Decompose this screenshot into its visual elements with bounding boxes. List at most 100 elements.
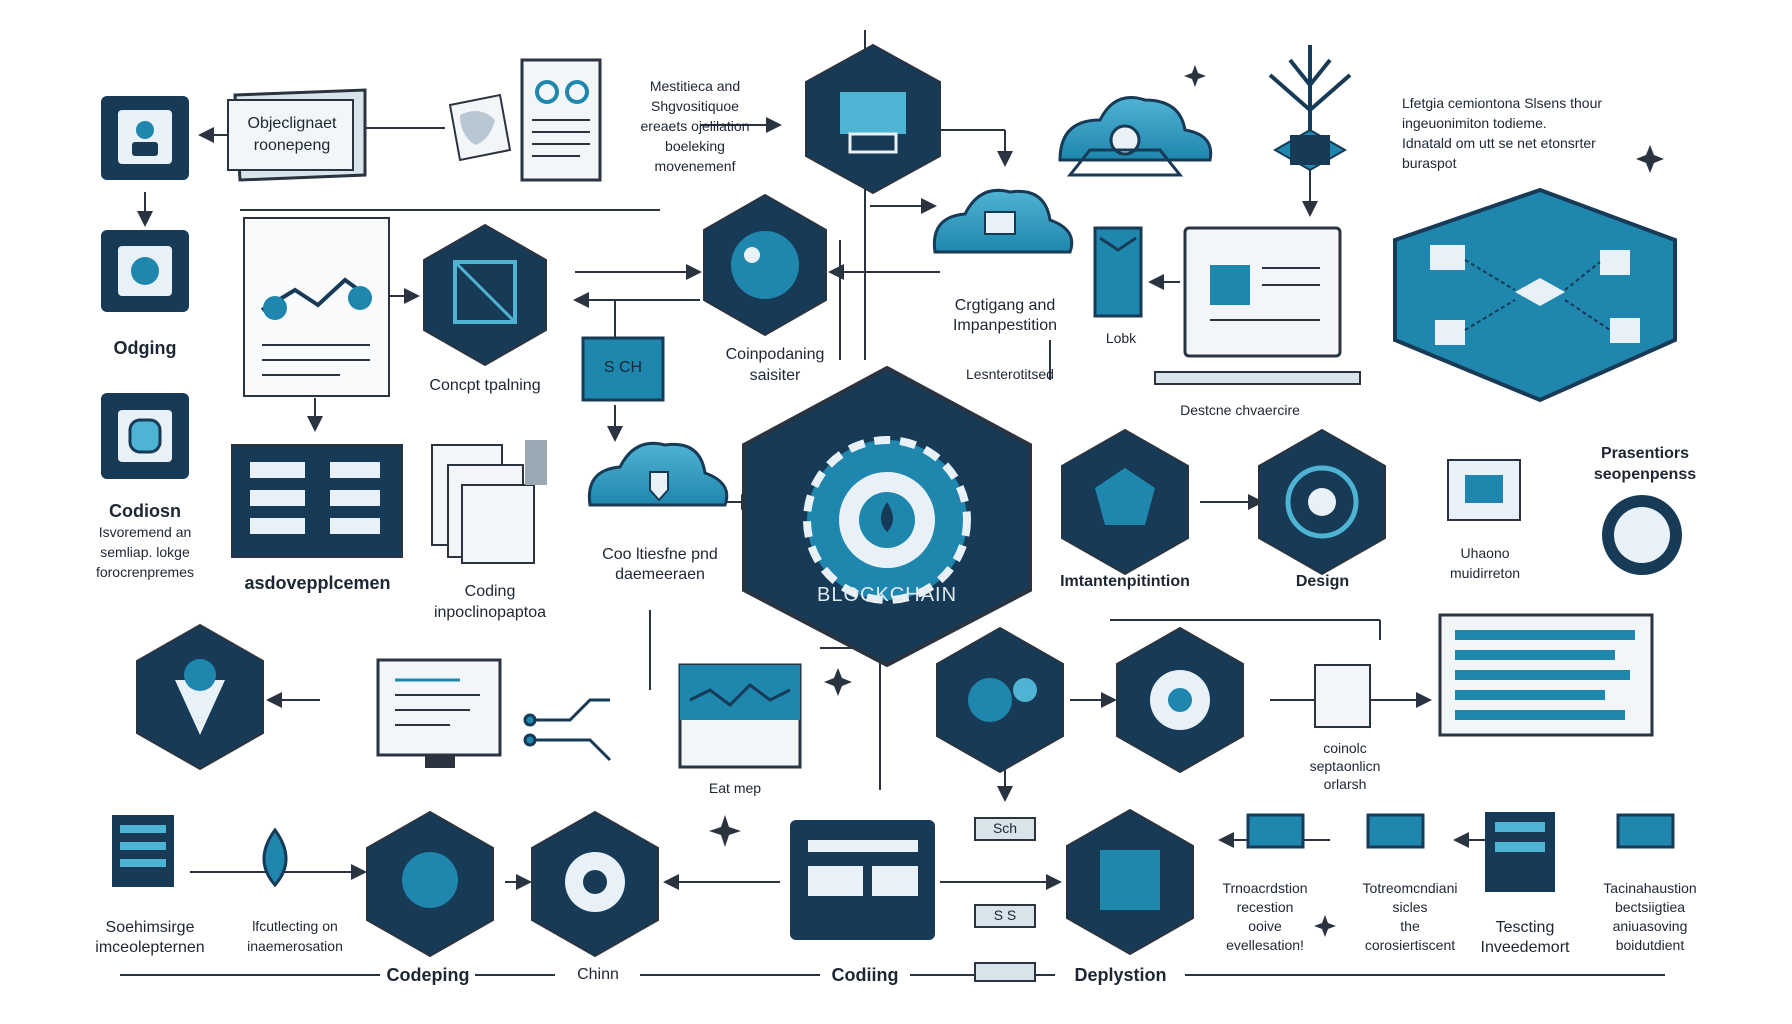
label-totreom-1: Totreomcndiani <box>1362 880 1458 896</box>
label-concept: Concpt tpalning <box>429 377 541 394</box>
tray-icons <box>1246 812 1675 892</box>
sch-box <box>581 336 665 402</box>
label-codiosn: Codiosn <box>109 501 181 521</box>
hex-concept <box>423 223 547 367</box>
label-trnoa-2: recestion <box>1236 899 1294 915</box>
label-trnoa-1: Trnoacrdstion <box>1222 880 1308 896</box>
label-crypto-1: Crgtigang and <box>954 297 1056 314</box>
hex-imtanten <box>1061 428 1189 576</box>
drop-icon <box>262 827 288 888</box>
screen-icon-left <box>231 444 403 558</box>
label-testing-2: Inveedemort <box>1480 939 1570 956</box>
top-left-doc-line1: Objeclignaet <box>247 115 337 132</box>
top-note-5: movenemenf <box>654 158 736 174</box>
left-square-icon-3 <box>101 393 189 479</box>
server-icon <box>112 815 174 887</box>
label-coding-impo-2: inpoclinopaptoa <box>433 604 547 621</box>
label-uhaono-2: muidirreton <box>1449 565 1521 581</box>
hex-gears-right <box>1116 626 1244 774</box>
label-coinolc-3: orlarsh <box>1323 776 1367 792</box>
label-oding: Odging <box>113 338 177 358</box>
label-destcne: Destcne chvaercire <box>1180 402 1300 418</box>
top-right-note-1: Lfetgia cemiontona Slsens thour <box>1402 95 1603 111</box>
top-note-1: Mestitieca and <box>649 78 741 94</box>
label-totreom-4: corosiertiscent <box>1364 937 1456 953</box>
footer-coding: Codiing <box>831 965 899 985</box>
footer-codeping: Codeping <box>386 965 470 985</box>
hex-top-cube <box>805 43 941 195</box>
small-boxes <box>974 817 1036 982</box>
hex-design <box>1258 428 1386 576</box>
document-icon <box>227 88 367 182</box>
small-box-label-2: S S <box>993 907 1017 923</box>
label-tacin-3: aniuasoving <box>1612 918 1688 934</box>
cloud-icon-mid <box>587 441 729 507</box>
label-soehimsirge-2: imceolepternen <box>95 939 205 956</box>
cloud-icon-crypto <box>932 188 1074 254</box>
label-design: Design <box>1295 573 1350 590</box>
label-codiosn-sub-3: forocrenpremes <box>95 564 195 580</box>
footer-deploy: Deplystion <box>1074 965 1167 985</box>
label-coinolc-1: coinolc <box>1323 740 1367 756</box>
left-square-icon-2 <box>101 230 189 312</box>
chart-document-icon <box>243 217 390 397</box>
top-note-4: boeleking <box>665 138 725 154</box>
label-coding-impo-1: Coding <box>464 583 516 600</box>
clipboard-icon <box>1314 664 1371 728</box>
label-totreom-2: sicles <box>1392 899 1428 915</box>
top-right-note-3: Idnatald om utt se net etonsrter <box>1402 135 1596 151</box>
connectors <box>137 30 1520 890</box>
label-soehimsirge-1: Soehimsirge <box>105 919 195 936</box>
label-presentions-1: Prasentiors <box>1600 445 1690 462</box>
label-eat-map: Eat mep <box>708 780 762 796</box>
monitor-icon-code <box>376 658 502 768</box>
hex-bottom-left <box>136 623 264 771</box>
label-presentions-2: seopenpenss <box>1593 466 1697 483</box>
label-lesnter: Lesnterotitsed <box>966 366 1054 382</box>
label-crypto-2: Impanpestition <box>952 317 1058 334</box>
hex-gears-bottom-1 <box>366 810 494 958</box>
hex-gears-bottom-2 <box>531 810 659 958</box>
center-title: BLOCKCHAIN <box>817 584 958 606</box>
label-tacin-2: bectsiigtiea <box>1614 899 1686 915</box>
map-document-icon <box>448 93 512 162</box>
label-fcutlecting-1: lfcutlecting on <box>252 918 338 934</box>
cloud-icon-top <box>1058 96 1213 177</box>
circuit-icon <box>523 698 612 762</box>
label-trnoa-3: ooive <box>1248 918 1282 934</box>
hex-compounding <box>703 193 827 337</box>
stacked-documents-icon <box>431 440 547 564</box>
top-right-note-4: buraspot <box>1402 155 1457 171</box>
label-compounding-1: Coinpodaning <box>725 346 825 363</box>
label-cloud-mid-1: Coo ltiesfne pnd <box>602 546 718 563</box>
label-testing-1: Tescting <box>1495 919 1555 936</box>
sparkle-icon <box>709 65 1664 937</box>
label-asdove: asdovepplcemen <box>244 573 391 593</box>
label-codiosn-sub-2: semliap. lokge <box>100 544 190 560</box>
map-icon-right <box>1447 459 1521 521</box>
lock-icon <box>1093 226 1143 318</box>
network-icon <box>1268 45 1352 172</box>
left-square-icon-1 <box>101 96 189 180</box>
top-right-note-2: ingeuonimiton todieme. <box>1402 115 1547 131</box>
label-lobk: Lobk <box>1105 330 1137 346</box>
coin-icon <box>1602 495 1682 575</box>
label-fcutlecting-2: inaemerosation <box>247 938 343 954</box>
top-left-doc-line2: roonepeng <box>253 137 331 154</box>
dashboard-icon <box>790 820 935 940</box>
list-panel-icon <box>1438 613 1654 737</box>
top-note-3: ereaets ojelilation <box>640 118 750 134</box>
hex-blockchain-center <box>742 365 1032 668</box>
hex-gears-left <box>936 626 1064 774</box>
hex-cacfobpirn <box>1393 187 1677 403</box>
report-document-icon <box>520 58 602 182</box>
label-sch: S CH <box>603 359 643 376</box>
monitor-icon-top <box>1154 226 1361 385</box>
label-codiosn-sub-1: Isvoremend an <box>98 524 192 540</box>
label-totreom-3: the <box>1400 918 1420 934</box>
label-imtanten: Imtantenpitintion <box>1060 573 1190 590</box>
chart-icon <box>678 663 802 769</box>
label-uhaono-1: Uhaono <box>1460 545 1510 561</box>
footer-chinn: Chinn <box>577 966 619 983</box>
